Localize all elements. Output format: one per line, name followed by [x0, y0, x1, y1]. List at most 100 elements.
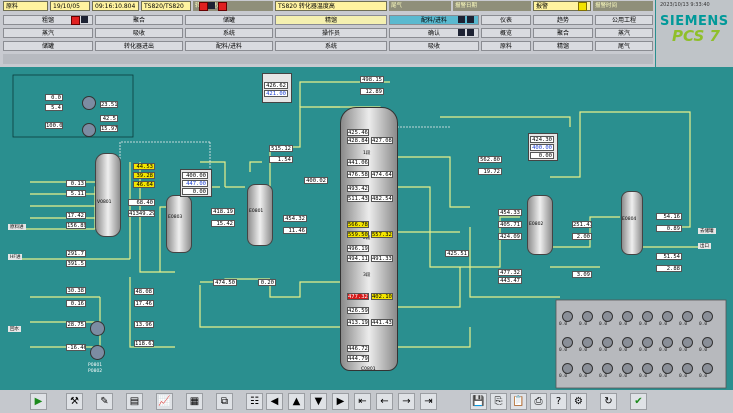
print-icon[interactable]: ⎙ — [530, 393, 547, 410]
overview-motor-icon[interactable] — [682, 363, 693, 374]
process-value: 425.51 — [445, 250, 469, 257]
overview-motor-icon[interactable] — [602, 363, 613, 374]
area-button[interactable]: 尾气 — [595, 41, 653, 51]
overview-motor-icon[interactable] — [562, 337, 573, 348]
network-icon[interactable]: ⧉ — [216, 393, 233, 410]
area-button[interactable]: 系统 — [185, 28, 273, 38]
prev-icon[interactable]: ← — [376, 393, 393, 410]
alarm-area-button[interactable]: 尾气 — [389, 1, 451, 11]
area-button[interactable]: 吸收 — [95, 28, 183, 38]
pump-icon[interactable] — [90, 345, 105, 360]
overview-motor-icon[interactable] — [642, 363, 653, 374]
down-icon[interactable]: ▼ — [310, 393, 327, 410]
overview-motor-icon[interactable] — [662, 311, 673, 322]
overview-motor-icon[interactable] — [622, 337, 633, 348]
table-icon[interactable]: ▦ — [186, 393, 203, 410]
pump-icon[interactable] — [82, 96, 96, 110]
doc-icon[interactable]: ▤ — [126, 393, 143, 410]
area-button[interactable]: 聚合 — [95, 15, 183, 25]
area-button[interactable]: 公用工程 — [595, 15, 653, 25]
overview-motor-icon[interactable] — [642, 311, 653, 322]
area-button[interactable]: 操作员 — [275, 28, 387, 38]
pump-icon[interactable] — [90, 321, 105, 336]
pump-icon[interactable] — [82, 123, 96, 137]
vessel-e0801[interactable] — [247, 184, 273, 246]
area-button[interactable]: 聚合 — [533, 28, 593, 38]
overview-motor-icon[interactable] — [642, 337, 653, 348]
chart-icon[interactable]: 📈 — [156, 393, 173, 410]
alarm-red-indicator — [218, 2, 227, 11]
overview-motor-icon[interactable] — [582, 363, 593, 374]
process-value: 454.32 — [283, 215, 307, 222]
area-button[interactable]: 系统 — [275, 41, 387, 51]
tools-icon[interactable]: ⚒ — [66, 393, 83, 410]
area-button[interactable]: 储罐 — [3, 41, 93, 51]
column-c0801[interactable] — [340, 107, 398, 371]
area-button[interactable]: 吸收 — [389, 41, 479, 51]
refresh-icon[interactable]: ↻ — [600, 393, 617, 410]
overview-motor-icon[interactable] — [582, 311, 593, 322]
tray-value: 494.11 — [347, 255, 369, 262]
inset-value: 42.5 — [100, 115, 118, 122]
area-button[interactable]: 蒸汽 — [3, 28, 93, 38]
left-icon[interactable]: ◀ — [266, 393, 283, 410]
overview-motor-icon[interactable] — [662, 337, 673, 348]
vessel-v0801[interactable] — [95, 153, 121, 237]
overview-motor-icon[interactable] — [622, 363, 633, 374]
inset-value: 0.0 — [45, 94, 63, 101]
next-icon[interactable]: → — [398, 393, 415, 410]
fwd-icon[interactable]: ⇥ — [420, 393, 437, 410]
overview-motor-icon[interactable] — [682, 337, 693, 348]
overview-motor-icon[interactable] — [662, 363, 673, 374]
vessel-label: E0804 — [622, 217, 637, 222]
alarm-message[interactable]: TS820 转化器温度高 — [275, 1, 387, 11]
vessel-e0803[interactable] — [166, 195, 192, 253]
alarm-tab[interactable]: 报警 — [533, 1, 591, 11]
overview-value: 0.0 — [639, 374, 648, 379]
stream-label: 去储罐 — [698, 228, 716, 234]
save-icon[interactable]: 💾 — [470, 393, 487, 410]
process-value: 498.15 — [360, 76, 384, 83]
copy-icon[interactable]: ⎘ — [490, 393, 507, 410]
area-button[interactable]: 精馏 — [533, 41, 593, 51]
area-button[interactable]: 原料 — [481, 41, 531, 51]
alarm-area-button[interactable]: 原料 — [3, 1, 48, 11]
paste-icon[interactable]: 📋 — [510, 393, 527, 410]
check-icon[interactable]: ✔ — [630, 393, 647, 410]
area-button[interactable]: 粗馏 — [3, 15, 93, 25]
overview-motor-icon[interactable] — [702, 311, 713, 322]
area-button[interactable]: 趋势 — [533, 15, 593, 25]
faceplate-output: 0.00 — [530, 152, 554, 159]
overview-motor-icon[interactable] — [682, 311, 693, 322]
back-icon[interactable]: ⇤ — [354, 393, 371, 410]
area-button[interactable]: 仪表 — [481, 15, 531, 25]
area-button[interactable]: 配料/进料 — [185, 41, 273, 51]
area-button[interactable]: 转化器进出 — [95, 41, 183, 51]
overview-motor-icon[interactable] — [702, 363, 713, 374]
area-button[interactable]: 蒸汽 — [595, 28, 653, 38]
feed-value: 0.13 — [66, 180, 86, 187]
process-value: 405.71 — [498, 221, 522, 228]
area-button[interactable]: 储罐 — [185, 15, 273, 25]
area-button[interactable]: 概览 — [481, 28, 531, 38]
overview-motor-icon[interactable] — [602, 311, 613, 322]
overview-motor-icon[interactable] — [582, 337, 593, 348]
stack-icon[interactable]: ☷ — [246, 393, 263, 410]
help-icon[interactable]: ? — [550, 393, 567, 410]
overview-motor-icon[interactable] — [702, 337, 713, 348]
vessel-e0802[interactable] — [527, 195, 553, 255]
right-icon[interactable]: ▶ — [332, 393, 349, 410]
up-icon[interactable]: ▲ — [288, 393, 305, 410]
notes-icon[interactable]: ✎ — [96, 393, 113, 410]
area-button[interactable]: 精馏 — [275, 15, 387, 25]
alarm-tag[interactable]: TS820/TS820 — [141, 1, 191, 11]
play-icon[interactable]: ▶ — [30, 393, 47, 410]
area-button-active[interactable]: 配料/进料 — [389, 15, 479, 25]
settings-icon[interactable]: ⚙ — [570, 393, 587, 410]
overview-motor-icon[interactable] — [562, 363, 573, 374]
overview-motor-icon[interactable] — [602, 337, 613, 348]
overview-motor-icon[interactable] — [562, 311, 573, 322]
area-button[interactable]: 确认 — [389, 28, 479, 38]
overview-motor-icon[interactable] — [622, 311, 633, 322]
vessel-e0804[interactable] — [621, 191, 643, 255]
